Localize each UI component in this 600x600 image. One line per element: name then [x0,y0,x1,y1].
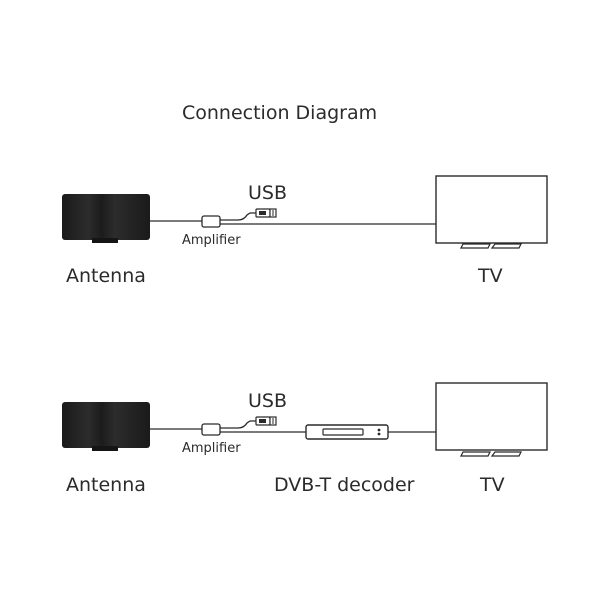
antenna-label: Antenna [66,474,146,496]
usb-cable [220,212,256,221]
tv-label: TV [478,265,503,287]
tv-label: TV [480,474,505,496]
diagram-title: Connection Diagram [182,102,378,124]
amplifier-box [201,215,221,228]
tv-device [435,382,548,457]
diagram-1 [62,175,548,249]
antenna-device [62,194,150,243]
amplifier-label: Amplifier [182,233,241,248]
amplifier-label: Amplifier [182,441,241,456]
amplifier-box [201,423,221,436]
decoder-label: DVB-T decoder [274,474,415,496]
tv-device [435,175,548,249]
usb-label: USB [248,182,288,204]
usb-label: USB [248,390,288,412]
antenna-label: Antenna [66,265,146,287]
decoder-device [305,424,389,440]
antenna-device [62,402,150,451]
usb-plug-icon [255,208,277,218]
usb-cable [220,420,256,429]
usb-plug-icon [255,416,277,426]
diagram-2 [62,382,548,457]
